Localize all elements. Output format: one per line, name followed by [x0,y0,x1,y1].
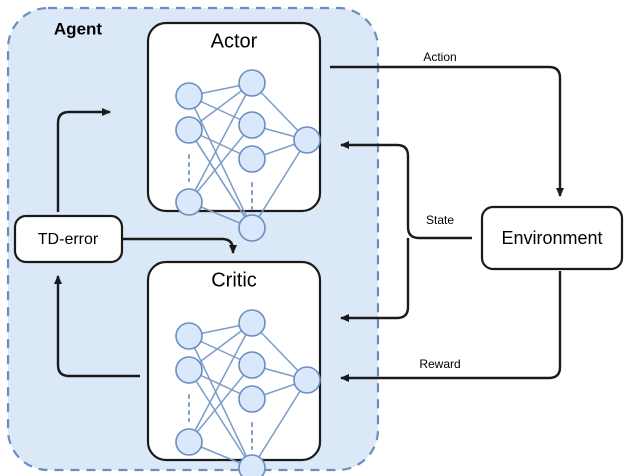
td-error-box[interactable]: TD-error [13,214,124,264]
connector-layer [54,65,564,382]
critic-to-td-error-arrow [54,275,140,378]
td-error-box-frame [13,214,124,264]
actor-label: Actor [211,30,258,52]
state-label-backing [418,211,462,228]
td-error-to-critic-arrow [122,237,237,254]
critic-label: Critic [211,269,257,291]
actor-network-nodes [175,69,321,242]
edge-label-layer: Action State Reward [410,48,470,372]
critic-network-nodes [175,309,321,476]
action-label: Action [423,50,456,64]
critic-box[interactable]: Critic [146,260,322,476]
state-arrow-to-actor [340,141,472,240]
box-layer: Actor [13,21,624,476]
action-label-backing [414,48,466,65]
td-error-to-actor-arrow [56,108,111,212]
actor-network [175,69,321,242]
state-label: State [426,213,454,227]
reward-label: Reward [419,357,460,371]
environment-box[interactable]: Environment [480,205,624,271]
td-error-label: TD-error [38,231,99,248]
reward-label-backing [410,355,470,372]
environment-label: Environment [501,228,602,248]
state-arrow-to-critic [340,238,410,322]
reward-arrow [340,271,562,382]
critic-network [175,309,321,476]
action-arrow [330,65,564,197]
agent-label: Agent [54,19,103,38]
environment-box-frame [480,205,624,271]
actor-box[interactable]: Actor [146,21,322,242]
